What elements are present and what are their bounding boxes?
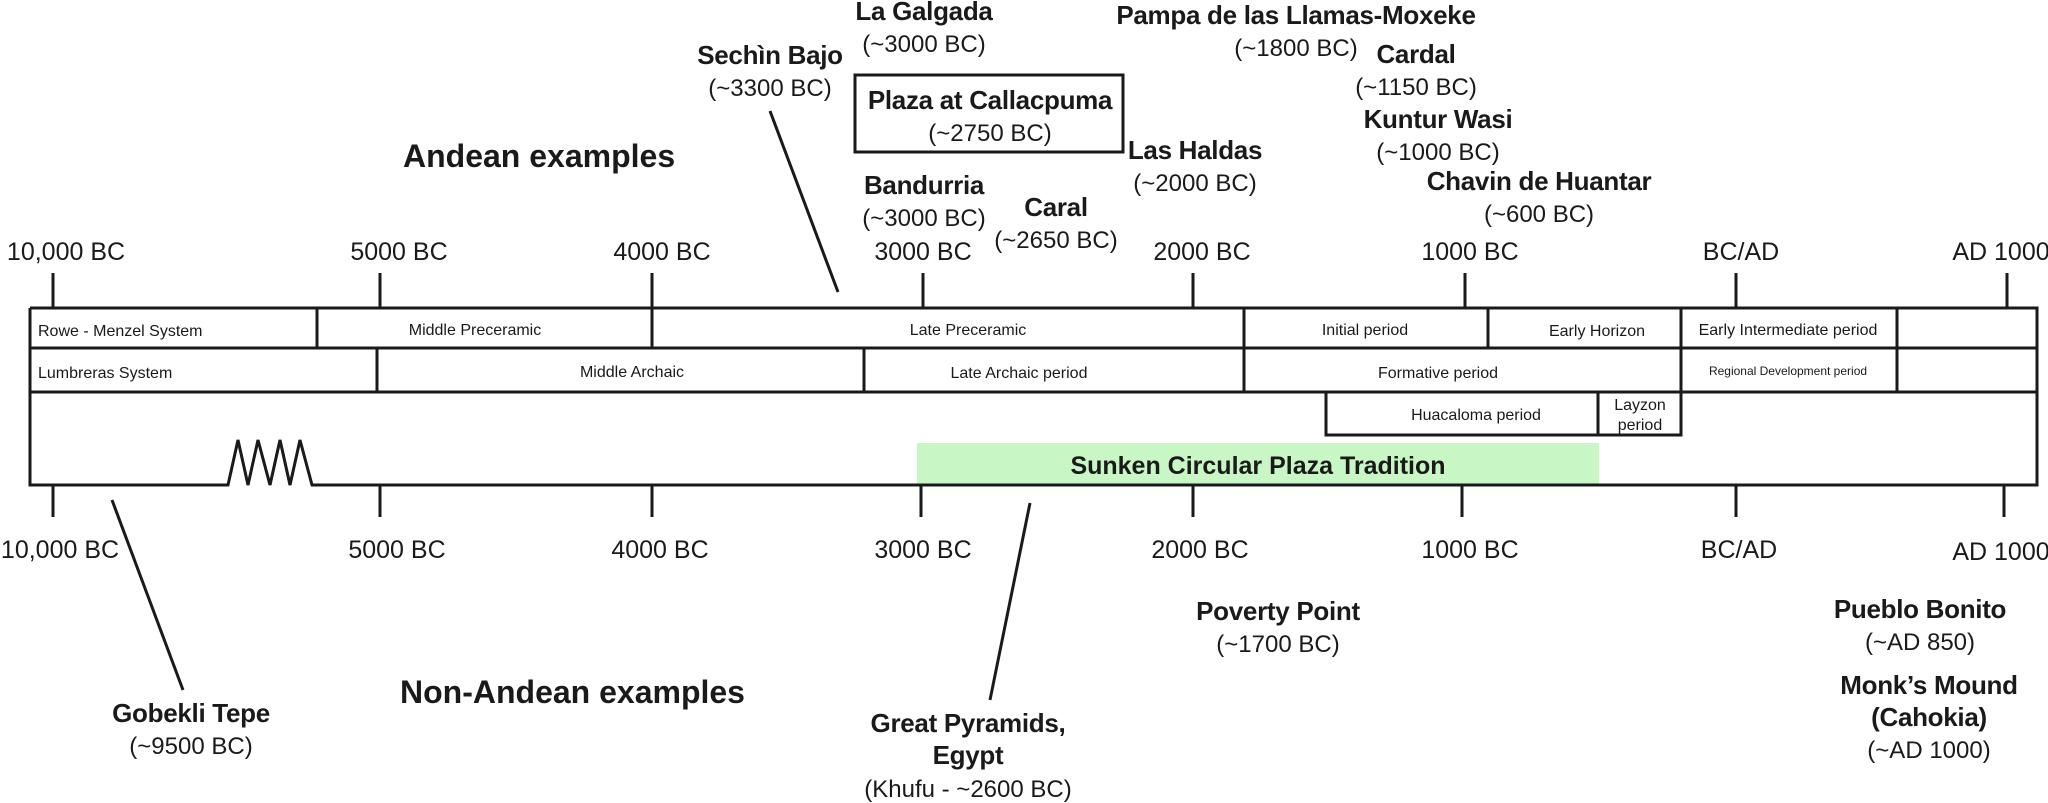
bottom-ticks [51,485,2006,517]
rowe-system-label: Rowe - Menzel System [38,323,203,340]
site-name: Pampa de las Llamas-Moxeke [1116,0,1475,30]
site-name: Poverty Point [1196,596,1360,626]
bottom-tick-labels: 10,000 BC 5000 BC 4000 BC 3000 BC 2000 B… [1,536,2048,566]
site-name: La Galgada [855,0,993,26]
site-name: Caral [1024,192,1088,222]
site-monks-mound: Monk’s Mound (Cahokia) (~AD 1000) [1840,670,2018,764]
site-great-pyramids: Great Pyramids, Egypt (Khufu - ~2600 BC) [864,708,1071,803]
rowe-row: Rowe - Menzel System Middle Preceramic L… [38,322,1877,340]
bottom-tick-3000bc: 3000 BC [874,536,971,564]
layzon-label-line2: period [1618,417,1662,434]
site-date: (~9500 BC) [129,733,252,760]
local-periods: Huacaloma period Layzon period [1411,397,1666,434]
site-name: Pueblo Bonito [1834,594,2006,624]
top-tick-2000bc: 2000 BC [1153,238,1250,266]
site-date: (~2750 BC) [928,120,1051,147]
site-pampa-de-las-llamas-moxeke: Pampa de las Llamas-Moxeke (~1800 BC) [1116,0,1476,62]
pyramids-leader [988,502,1032,701]
bottom-tick-1000bc: 1000 BC [1421,536,1518,564]
bottom-tick-2000bc: 2000 BC [1151,536,1248,564]
site-poverty-point: Poverty Point (~1700 BC) [1196,596,1361,658]
lumbreras-formative: Formative period [1378,365,1498,382]
chronology-box [28,306,2039,487]
top-tick-1000bc: 1000 BC [1421,238,1518,266]
site-date: (~3000 BC) [862,205,985,232]
top-tick-5000bc: 5000 BC [350,238,447,266]
site-la-galgada: La Galgada (~3000 BC) [855,0,993,58]
lumbreras-system-label: Lumbreras System [38,365,172,382]
gobekli-leader [110,499,185,691]
bottom-tick-bcad: BC/AD [1701,536,1777,564]
site-chavin-de-huantar: Chavin de Huantar (~600 BC) [1427,166,1652,228]
site-bandurria: Bandurria (~3000 BC) [862,170,985,232]
lumbreras-row: Lumbreras System Middle Archaic Late Arc… [38,364,1867,382]
lumbreras-middle-archaic: Middle Archaic [580,364,684,381]
huacaloma-label: Huacaloma period [1411,407,1541,424]
site-date: (~600 BC) [1484,201,1594,228]
site-caral: Caral (~2650 BC) [994,192,1117,254]
top-tick-4000bc: 4000 BC [613,238,710,266]
site-name-line1: Monk’s Mound [1840,670,2017,700]
top-ticks [51,273,2009,308]
site-name: Las Haldas [1128,135,1262,165]
site-date: (~AD 850) [1865,629,1975,656]
site-gobekli-tepe: Gobekli Tepe (~9500 BC) [112,698,270,760]
site-date: (~1000 BC) [1376,139,1499,166]
site-date: (~AD 1000) [1867,737,1990,764]
site-name: Sechìn Bajo [697,40,843,70]
sechin-bajo-leader [768,110,840,293]
heading-andean: Andean examples [403,138,675,174]
leader-lines [110,110,1032,701]
site-pueblo-bonito: Pueblo Bonito (~AD 850) [1834,594,2007,656]
bottom-tick-5000bc: 5000 BC [348,536,445,564]
site-name: Plaza at Callacpuma [868,85,1113,115]
local-periods-box [1324,392,1683,437]
site-date: (~1150 BC) [1355,74,1477,101]
site-name-line2: (Cahokia) [1871,702,1987,732]
rowe-middle-preceramic: Middle Preceramic [409,322,541,339]
tradition-label: Sunken Circular Plaza Tradition [1070,452,1445,480]
site-date: (~3300 BC) [708,75,831,102]
site-date: (~1700 BC) [1216,631,1339,658]
site-name-line1: Great Pyramids, [871,708,1066,738]
site-kuntur-wasi: Kuntur Wasi (~1000 BC) [1364,104,1513,166]
site-name: Bandurria [864,170,985,200]
site-plaza-at-callacpuma: Plaza at Callacpuma (~2750 BC) [868,85,1113,147]
bottom-tick-ad1000: AD 1000 [1952,538,2048,566]
site-date: (~3000 BC) [862,31,985,58]
rowe-early-horizon: Early Horizon [1549,323,1645,340]
layzon-label-line1: Layzon [1614,397,1666,414]
site-name: Gobekli Tepe [112,698,270,728]
non-andean-sites: Gobekli Tepe (~9500 BC) Great Pyramids, … [112,594,2018,803]
rowe-initial: Initial period [1322,322,1408,339]
rowe-early-intermediate: Early Intermediate period [1699,322,1878,339]
top-tick-ad1000: AD 1000 [1952,238,2048,266]
lumbreras-regional-development: Regional Development period [1709,364,1867,378]
top-tick-3000bc: 3000 BC [874,238,971,266]
callacpuma-box [853,73,1125,154]
site-date: (~2650 BC) [994,227,1117,254]
site-las-haldas: Las Haldas (~2000 BC) [1128,135,1263,197]
heading-non-andean: Non-Andean examples [400,674,745,710]
tradition-band [917,443,1599,486]
bottom-tick-4000bc: 4000 BC [611,536,708,564]
site-name-line2: Egypt [933,740,1004,770]
site-sechin-bajo: Sechìn Bajo (~3300 BC) [697,40,843,102]
timeline-frame-outline [28,306,2039,487]
top-tick-labels: 10,000 BC 5000 BC 4000 BC 3000 BC 2000 B… [7,238,2048,266]
lumbreras-late-archaic: Late Archaic period [951,365,1088,382]
site-date: (Khufu - ~2600 BC) [864,776,1071,803]
site-date: (~1800 BC) [1234,35,1357,62]
site-date: (~2000 BC) [1133,170,1256,197]
top-tick-bcad: BC/AD [1703,238,1779,266]
site-name: Chavin de Huantar [1427,166,1652,196]
site-name: Cardal [1376,39,1455,69]
rowe-late-preceramic: Late Preceramic [910,322,1027,339]
top-tick-10000bc: 10,000 BC [7,238,125,266]
site-cardal: Cardal (~1150 BC) [1355,39,1477,101]
bottom-tick-10000bc: 10,000 BC [1,536,119,564]
site-name: Kuntur Wasi [1364,104,1513,134]
andean-sites: La Galgada (~3000 BC) Sechìn Bajo (~3300… [697,0,1652,254]
